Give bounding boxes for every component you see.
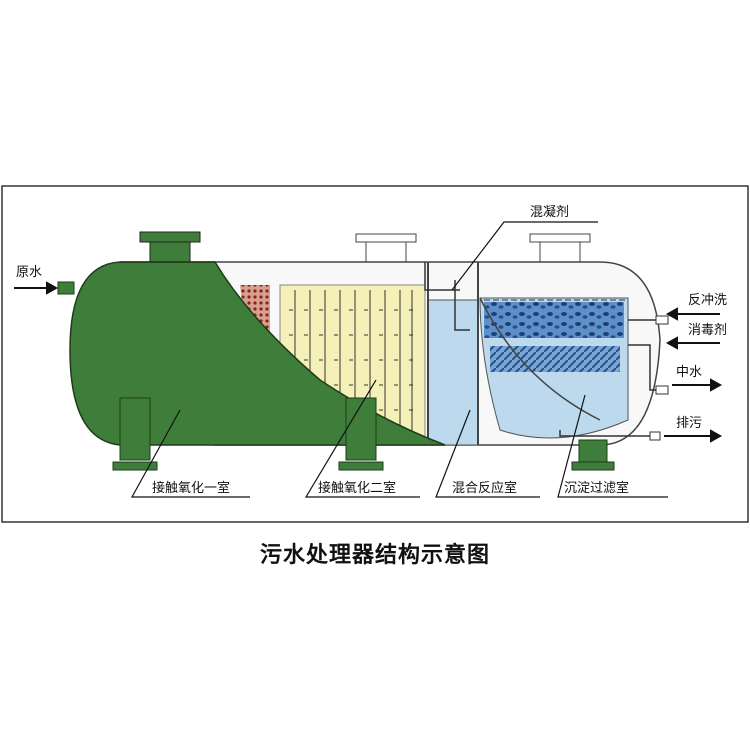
mixing-chamber-water <box>427 299 479 446</box>
label-settling-filter-chamber: 沉淀过滤室 <box>564 480 629 496</box>
diagram-caption: 污水处理器结构示意图 <box>259 543 490 568</box>
label-coagulant: 混凝剂 <box>530 204 569 220</box>
label-disinfectant: 消毒剂 <box>688 323 727 338</box>
media-dashes <box>289 309 418 411</box>
tank-green-cover <box>69 261 446 446</box>
label-backwash: 反冲洗 <box>688 293 727 308</box>
flow-arrows <box>14 281 723 443</box>
label-mixing-chamber: 混合反应室 <box>452 480 517 496</box>
label-reclaimed-water: 中水 <box>676 365 702 380</box>
filter-stones <box>484 302 624 338</box>
tank-legs <box>112 397 615 471</box>
frame-border <box>1 185 749 523</box>
internal-pipes <box>424 262 660 437</box>
leader-lines <box>130 221 668 498</box>
label-raw-water: 原水 <box>16 265 42 280</box>
label-chamber-1: 接触氧化一室 <box>152 480 230 496</box>
label-sludge-discharge: 排污 <box>676 416 702 431</box>
label-chamber-2: 接触氧化二室 <box>318 480 396 496</box>
filter-inclined-plates <box>490 346 620 372</box>
external-pipes <box>57 281 669 441</box>
